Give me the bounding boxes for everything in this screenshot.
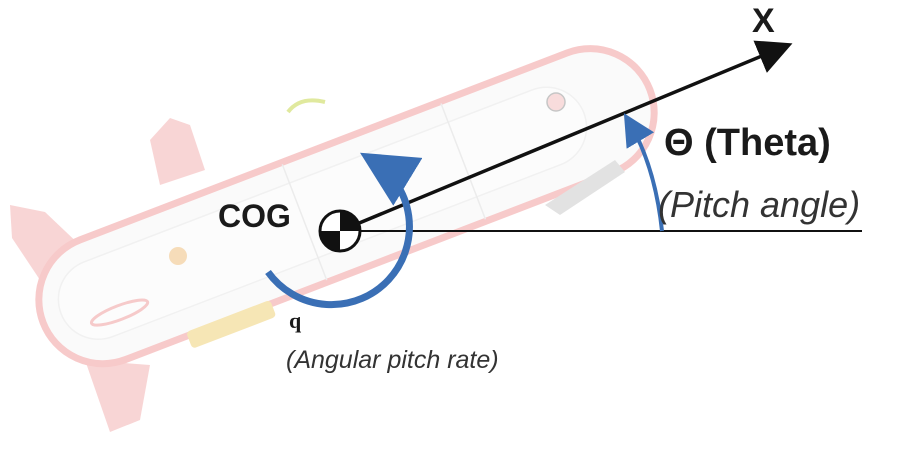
side-rail — [545, 160, 625, 215]
porthole — [546, 92, 566, 112]
theta-label: Θ (Theta) — [664, 122, 831, 164]
cog-symbol — [318, 209, 362, 253]
sensor-dot — [169, 247, 187, 265]
cog-label: COG — [218, 198, 291, 234]
q-rotation-arrow — [265, 152, 423, 309]
hull — [35, 45, 658, 368]
angular-pitch-rate-label: (Angular pitch rate) — [286, 346, 499, 374]
q-label: q — [289, 308, 302, 333]
x-axis-label: X — [752, 2, 775, 40]
top-fin-rear — [150, 118, 205, 185]
bottom-fin — [85, 360, 150, 432]
antenna — [286, 98, 326, 114]
theta-arc-arrow — [623, 113, 664, 232]
pitch-angle-label: (Pitch angle) — [658, 184, 861, 225]
vehicle-image — [10, 45, 658, 432]
